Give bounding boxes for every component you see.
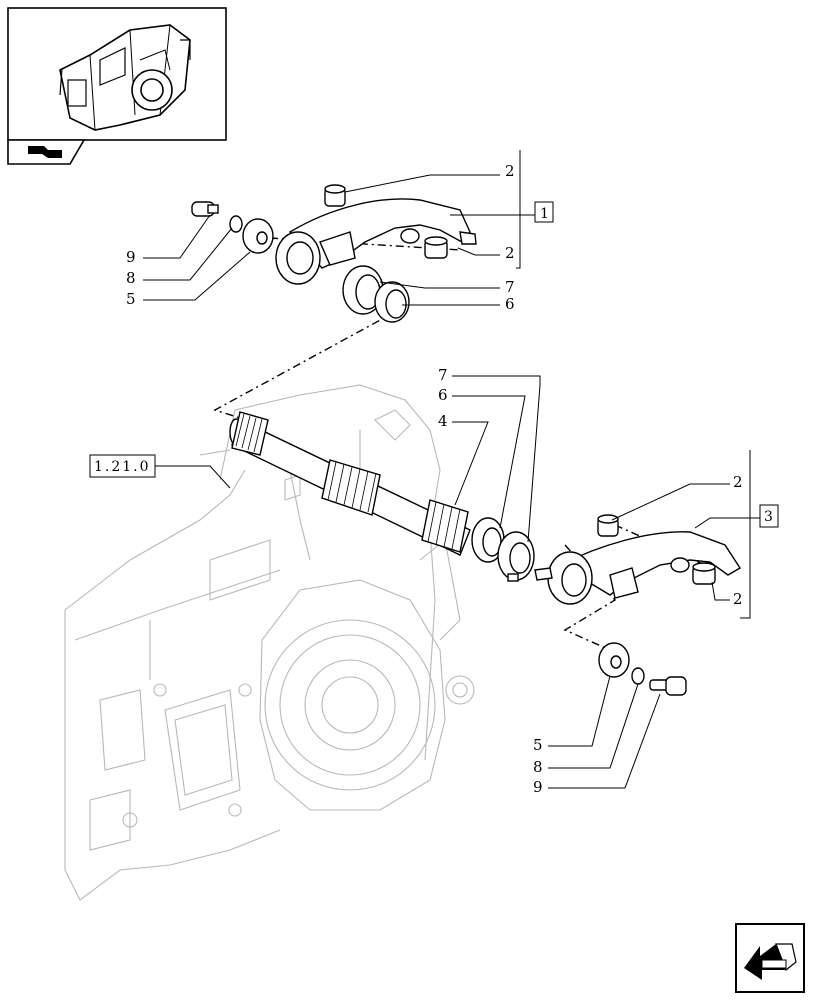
- ref-box-1210[interactable]: [89, 454, 156, 478]
- callout-mid-7: 7: [438, 366, 448, 384]
- right-shift-fork: [534, 531, 741, 605]
- thumbnail-transmission-icon: [59, 24, 191, 131]
- callout-top-5: 5: [126, 290, 136, 308]
- leader-lines: [143, 150, 760, 789]
- callout-mid-6: 6: [438, 386, 448, 404]
- callout-bot-5: 5: [533, 736, 543, 754]
- ref-box-1[interactable]: [534, 201, 554, 223]
- top-shift-fork: [275, 198, 477, 285]
- splined-shaft: [229, 411, 471, 556]
- callout-top-2a: 2: [505, 162, 515, 180]
- callout-bot-9: 9: [533, 778, 543, 796]
- top-washer: [242, 218, 274, 254]
- callout-bot-8: 8: [533, 758, 543, 776]
- callout-top-8: 8: [126, 269, 136, 287]
- callout-top-6: 6: [505, 295, 515, 313]
- mid-ring-7: [497, 531, 535, 582]
- top-bolt: [191, 201, 219, 217]
- ref-box-3[interactable]: [759, 504, 779, 528]
- top-bushing-lower: [424, 236, 448, 259]
- callout-mid-4: 4: [438, 412, 448, 430]
- bottom-washer: [598, 642, 630, 678]
- top-bushing-upper: [324, 184, 346, 207]
- top-ring-inner: [374, 281, 410, 323]
- right-bushing-upper: [597, 514, 619, 537]
- callout-right-2a: 2: [733, 473, 743, 491]
- next-page-arrow-icon[interactable]: [735, 923, 805, 993]
- nav-arrow-icon[interactable]: [7, 139, 86, 165]
- top-ring-outer: [342, 265, 384, 315]
- callout-top-7: 7: [505, 278, 515, 296]
- bottom-bolt: [649, 676, 687, 696]
- transmission-housing-ghost: [64, 384, 475, 901]
- right-bushing-lower: [692, 562, 716, 585]
- callout-top-2b: 2: [505, 244, 515, 262]
- callout-top-ref-1: 1: [540, 206, 551, 222]
- bottom-lockwasher: [631, 667, 645, 685]
- thumbnail-box[interactable]: [7, 7, 227, 165]
- callout-mid-ref-1210: 1.21.0: [94, 459, 151, 475]
- callout-labels: 2 2 1 9 8 5 7 6 7 6 4 1.21.0 2 3 2 5 8 9: [94, 162, 775, 796]
- callout-right-ref-3: 3: [764, 509, 775, 525]
- callout-right-2b: 2: [733, 590, 743, 608]
- top-lockwasher: [229, 215, 243, 233]
- callout-top-9: 9: [126, 248, 136, 266]
